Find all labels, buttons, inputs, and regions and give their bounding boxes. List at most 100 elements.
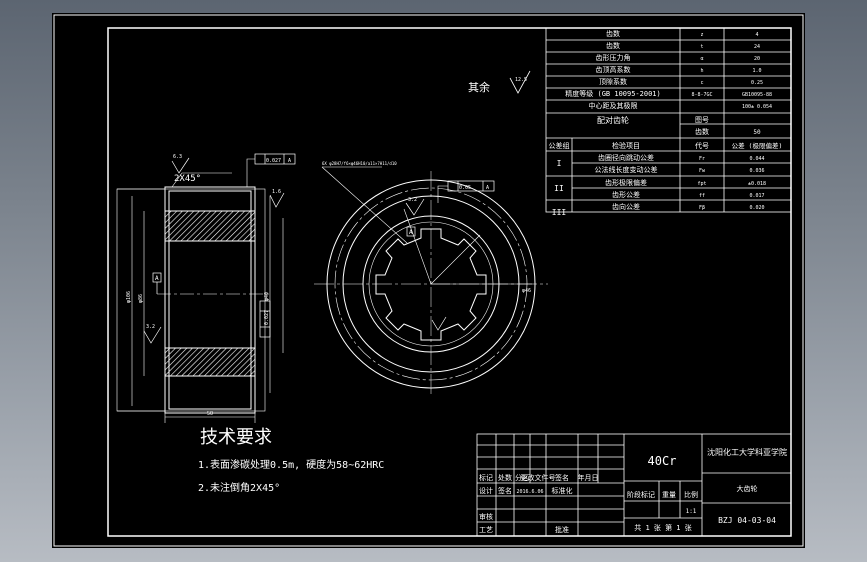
design-sign-label: 签名 bbox=[498, 486, 512, 495]
param-label: 齿形压力角 bbox=[596, 53, 631, 62]
param-value: 24 bbox=[754, 44, 760, 50]
gtol-a-datum: A bbox=[288, 158, 291, 164]
drawing-number: BZJ 04-03-04 bbox=[718, 516, 776, 525]
param-symbol: α bbox=[700, 56, 703, 62]
param-value: 1.0 bbox=[752, 68, 761, 74]
tol-item: 公法线长度变动公差 bbox=[595, 165, 658, 174]
mating-teeth-label: 齿数 bbox=[695, 127, 709, 136]
param-label: 中心距及其极限 bbox=[589, 101, 638, 110]
mark-row-label: 分区 bbox=[515, 473, 529, 482]
tol-value: 0.036 bbox=[749, 168, 764, 174]
roughness-c-value: 1.6 bbox=[272, 189, 281, 195]
param-value: 20 bbox=[754, 56, 760, 62]
param-label: 顶隙系数 bbox=[599, 77, 627, 86]
design-date: 2016.6.06 bbox=[516, 489, 543, 495]
tol-code: Fw bbox=[699, 168, 706, 174]
param-value: 100± 0.054 bbox=[742, 104, 772, 110]
param-symbol: t bbox=[700, 44, 703, 50]
mark-row-label: 签名 bbox=[555, 473, 569, 482]
tol-item: 齿形公差 bbox=[612, 190, 640, 199]
tol-group: III bbox=[552, 208, 567, 217]
review-label: 审核 bbox=[479, 512, 493, 521]
gear-parameter-table: 齿数 z 4 齿数 t 24 齿形压力角 α 20 齿顶高系数 h 1.0 顶隙系数 c 0.25 精度等级 … bbox=[545, 27, 792, 217]
roughness-b-value: 3.2 bbox=[146, 324, 155, 330]
approve-label: 批准 bbox=[555, 525, 569, 534]
tol-item: 齿圈径向跳动公差 bbox=[598, 153, 654, 162]
spline-leader-note: 6X φ28H7/f6×φ46H10/a11×7H11/d10 bbox=[322, 161, 397, 166]
tol-group: II bbox=[554, 184, 564, 193]
rest-note: 其余 bbox=[468, 80, 490, 94]
tol-header-value: 公差 (极限偏差) bbox=[732, 141, 783, 150]
tol-header-group: 公差组 bbox=[549, 141, 570, 150]
gtol-a-value: 0.027 bbox=[266, 158, 281, 164]
chamfer-dim: 2X45° bbox=[174, 174, 201, 184]
tol-value: 0.020 bbox=[749, 205, 764, 211]
tol-code: ff bbox=[699, 193, 705, 199]
param-value: 4 bbox=[755, 32, 758, 38]
tol-value: 0.017 bbox=[749, 193, 764, 199]
tol-header-item: 检验项目 bbox=[612, 141, 640, 150]
drawing-canvas: 齿数 z 4 齿数 t 24 齿形压力角 α 20 齿顶高系数 h 1.0 顶隙系数 c 0.25 精度等级 … bbox=[53, 14, 804, 547]
sheet-count: 共 1 张 第 1 张 bbox=[634, 523, 692, 532]
param-label: 齿数 bbox=[606, 29, 620, 38]
mark-row-label: 更改文件号 bbox=[521, 473, 556, 482]
param-value: GB10095-88 bbox=[742, 92, 772, 98]
param-value: 0.25 bbox=[751, 80, 763, 86]
param-label: 齿顶高系数 bbox=[596, 65, 631, 74]
mating-gear-label: 配对齿轮 bbox=[597, 115, 629, 125]
tech-req-item-1: 1.表面渗碳处理0.5m, 硬度为58~62HRC bbox=[198, 458, 384, 471]
design-label: 设计 bbox=[479, 486, 493, 495]
gear-section-view: 2X45° 50 6.3 3.2 1.6 0.027 A 0.027 A φ10… bbox=[116, 153, 296, 423]
inner-frame bbox=[107, 27, 792, 537]
outer-frame bbox=[53, 14, 804, 547]
datum-label: A bbox=[155, 275, 159, 282]
tol-value: 0.044 bbox=[749, 156, 764, 162]
mating-teeth-value: 50 bbox=[753, 129, 761, 136]
scale-value: 1:1 bbox=[686, 508, 697, 515]
param-symbol: c bbox=[700, 80, 703, 86]
mark-row-label: 处数 bbox=[498, 473, 512, 482]
craft-label: 工艺 bbox=[479, 526, 493, 534]
tol-item: 齿形极限偏差 bbox=[605, 178, 647, 187]
part-name: 大齿轮 bbox=[737, 484, 758, 493]
spline-diameter-dim: φ46 bbox=[522, 288, 531, 294]
root-diameter-dim: φ86 bbox=[138, 294, 144, 303]
drawing-sheet: 齿数 z 4 齿数 t 24 齿形压力角 α 20 齿顶高系数 h 1.0 顶隙系数 c 0.25 精度等级 … bbox=[52, 13, 805, 548]
gtol-c-datum: A bbox=[486, 185, 489, 191]
technical-requirements: 技术要求 1.表面渗碳处理0.5m, 硬度为58~62HRC 2.未注倒角2X4… bbox=[198, 427, 384, 494]
material-label: 40Cr bbox=[648, 454, 677, 468]
tip-diameter-dim: φ106 bbox=[126, 291, 132, 303]
gtol-c-value: 0.05 bbox=[459, 185, 471, 191]
title-block: 40Cr 沈阳化工大学科亚学院 大齿轮 BZJ 04-03-04 阶段标记 重量… bbox=[476, 433, 792, 537]
tol-code: Fr bbox=[699, 156, 705, 162]
front-roughness-value: 3.2 bbox=[408, 197, 417, 203]
bore-diameter-dim: φ40 bbox=[264, 292, 270, 301]
param-symbol: z bbox=[700, 32, 703, 38]
mating-drawing-no-label: 图号 bbox=[695, 116, 709, 124]
standardization-label: 标准化 bbox=[552, 486, 573, 495]
tol-code: Fβ bbox=[699, 205, 705, 211]
param-label: 齿数 bbox=[606, 41, 620, 50]
tol-value: ±0.018 bbox=[748, 181, 766, 187]
roughness-a-value: 6.3 bbox=[173, 154, 182, 160]
tech-req-item-2: 2.未注倒角2X45° bbox=[198, 481, 280, 494]
tol-group: I bbox=[557, 159, 562, 168]
stage-mark-header: 阶段标记 bbox=[627, 490, 655, 499]
mark-row-label: 标记 bbox=[479, 473, 493, 482]
gear-front-view: 6X φ28H7/f6×φ46H10/a11×7H11/d10 0.05 A A… bbox=[314, 161, 548, 397]
tol-code: fpt bbox=[697, 181, 706, 187]
rest-roughness-value: 12.5 bbox=[515, 77, 527, 83]
weight-header: 重量 bbox=[662, 491, 676, 499]
roughness-symbol-rest bbox=[509, 70, 531, 94]
width-dim: 50 bbox=[207, 411, 213, 417]
mark-row-label: 年月日 bbox=[578, 473, 599, 482]
tol-item: 齿向公差 bbox=[612, 202, 640, 211]
param-label: 精度等级 (GB 10095-2001) bbox=[565, 89, 660, 98]
front-datum-label: A bbox=[409, 229, 413, 236]
param-symbol: h bbox=[700, 68, 703, 74]
tol-header-code: 代号 bbox=[695, 141, 709, 150]
tech-req-title: 技术要求 bbox=[200, 427, 272, 448]
company-name: 沈阳化工大学科亚学院 bbox=[707, 447, 787, 457]
gtol-b-value: 0.027 bbox=[264, 310, 270, 325]
